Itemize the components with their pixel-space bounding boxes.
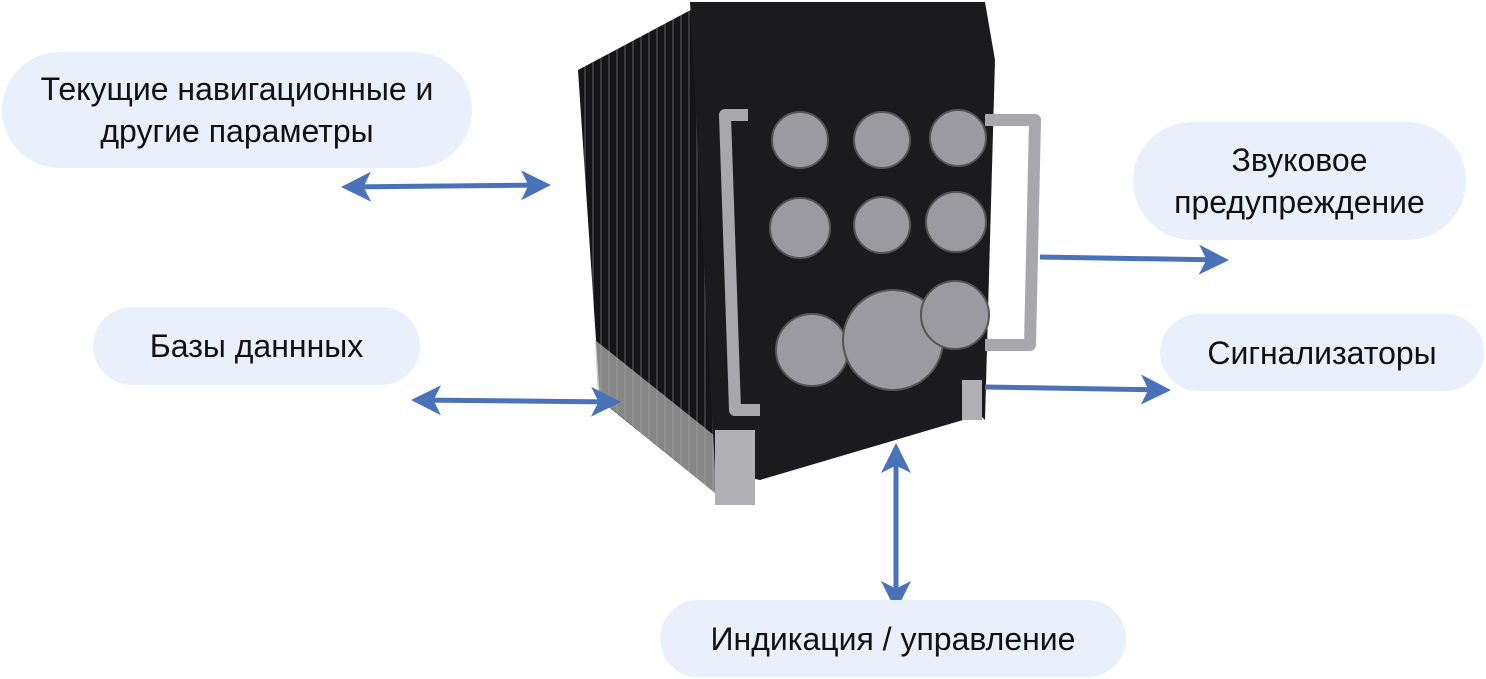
arrow-sound-warning	[1039, 244, 1229, 275]
arrow-nav-params	[341, 170, 551, 202]
arrow-signalers	[984, 374, 1171, 405]
label-indication-control: Индикация / управление	[660, 600, 1126, 677]
base-rail	[595, 340, 730, 505]
label-nav-params: Текущие навигационные и другие параметры	[2, 52, 472, 168]
connectors	[769, 109, 990, 391]
arrows	[341, 170, 1229, 611]
mount-bracket-right	[962, 380, 982, 420]
label-databases: Базы даннных	[93, 307, 420, 385]
label-signalers: Сигнализаторы	[1160, 314, 1484, 391]
left-handle	[719, 109, 760, 416]
arrow-databases	[411, 385, 621, 417]
label-sound-warning: Звуковое предупреждение	[1133, 122, 1466, 240]
right-handle	[985, 114, 1041, 351]
mount-bracket-left	[715, 430, 755, 505]
device-photo	[578, 2, 1041, 505]
